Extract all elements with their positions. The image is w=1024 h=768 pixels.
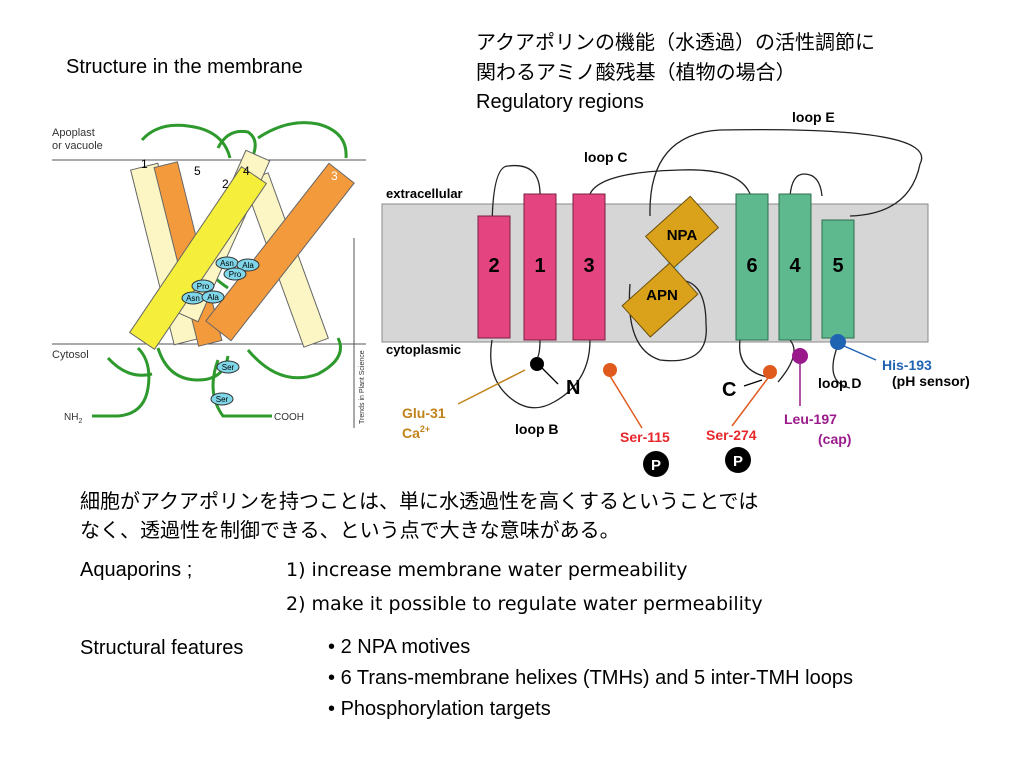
- right-title-line1: アクアポリンの機能（水透過）の活性調節に: [476, 30, 875, 54]
- helix-1-label: 1: [534, 255, 545, 277]
- residue-pro-top: [223, 267, 247, 281]
- point-1: 1) increase membrane water permeability: [286, 559, 688, 581]
- point-2: 2) make it possible to regulate water pe…: [286, 593, 763, 615]
- residue-ala-top: [236, 258, 260, 272]
- jp-summary-line1: 細胞がアクアポリンを持つことは、単に水透過性を高くするということでは: [80, 489, 759, 513]
- ser115-dot: [603, 363, 617, 377]
- pink-helices: [477, 193, 606, 341]
- helix-4-green: [778, 193, 812, 341]
- npa-motif: [644, 195, 720, 269]
- residue-ser-1: [216, 360, 240, 374]
- leu197-dot: [792, 348, 808, 364]
- residue-label: Ala: [207, 293, 219, 302]
- residue-label: Pro: [229, 270, 242, 279]
- loop-d-label: loop D: [818, 375, 862, 391]
- helix-label-5: 5: [194, 164, 201, 178]
- helix-group: [128, 149, 355, 350]
- extracellular-label: extracellular: [386, 186, 463, 201]
- bullet-icon: •: [328, 667, 336, 689]
- residue-label: Ala: [242, 261, 254, 270]
- nh2-label: NH2: [64, 412, 82, 425]
- membrane-structure-diagram: Apoplast or vacuole Cytosol 1 6 5 2 4 3 …: [52, 121, 366, 428]
- helix-label-1: 1: [141, 157, 148, 171]
- residue-label: Ser: [222, 363, 235, 372]
- residue-ala-bottom: [201, 290, 225, 304]
- vacuole-label: or vacuole: [52, 140, 103, 152]
- helix-4-label: 4: [789, 255, 801, 277]
- bullet-icon: •: [328, 636, 336, 658]
- helix-2-pink: [477, 215, 511, 339]
- residue-label: Asn: [186, 294, 200, 303]
- helix-label-4: 4: [243, 164, 250, 178]
- feature-item: • 6 Trans-membrane helixes (TMHs) and 5 …: [328, 665, 853, 691]
- helix-label-2: 2: [222, 177, 229, 191]
- feature-item: • Phosphorylation targets: [328, 696, 551, 722]
- ser274-label: Ser-274: [706, 427, 757, 443]
- ca-label: Ca2+: [402, 424, 430, 441]
- residue-pro-bottom: [191, 279, 215, 293]
- right-title-line3: Regulatory regions: [476, 91, 644, 113]
- his193-label: His-193: [882, 357, 932, 373]
- helix-2-label: 2: [488, 255, 499, 277]
- apoplast-label: Apoplast: [52, 127, 95, 139]
- glu-label: Glu-31: [402, 405, 446, 421]
- ph-sensor-label: (pH sensor): [892, 373, 970, 389]
- apn-motif: [621, 262, 699, 338]
- journal-credit: Trends in Plant Science: [359, 350, 366, 424]
- helix-3-pink: [572, 193, 606, 341]
- helix-2: [128, 166, 268, 350]
- apn-label: APN: [646, 287, 678, 304]
- feature-text: 2 NPA motives: [340, 636, 471, 658]
- helix-label-6: 6: [162, 147, 169, 161]
- cooh-label: COOH: [274, 412, 304, 423]
- his193-dot: [830, 334, 846, 350]
- cytosol-label: Cytosol: [52, 349, 89, 361]
- green-helices: [735, 193, 855, 341]
- helix-1-pink: [523, 193, 557, 341]
- helix-3-label: 3: [583, 255, 594, 277]
- helix-6-label: 6: [746, 255, 757, 277]
- residue-label: Ser: [216, 395, 229, 404]
- cap-label: (cap): [818, 431, 851, 447]
- glu-pointer: [457, 369, 526, 405]
- left-title: Structure in the membrane: [66, 56, 303, 78]
- helix-label-3: 3: [331, 169, 338, 183]
- jp-summary-line2: なく、透過性を制御できる、という点で大きな意味がある。: [80, 518, 620, 542]
- residue-label: Pro: [197, 282, 210, 291]
- feature-item: • 2 NPA motives: [328, 634, 470, 660]
- helix-3: [205, 162, 355, 342]
- loop-b-label: loop B: [515, 421, 559, 437]
- ser115-phospho-badge: [643, 451, 669, 477]
- residue-ser-2: [210, 392, 234, 406]
- bullet-icon: •: [328, 698, 336, 720]
- ser115-label: Ser-115: [620, 429, 670, 445]
- structural-features-label: Structural features: [80, 637, 244, 659]
- regulatory-regions-diagram: extracellular cytoplasmic 2 1 3 6 4 5 NP…: [381, 109, 970, 477]
- feature-text: 6 Trans-membrane helixes (TMHs) and 5 in…: [340, 667, 853, 689]
- loop-e-label: loop E: [792, 109, 835, 125]
- ser274-p-label: P: [733, 453, 743, 470]
- n-terminus-label: N: [566, 377, 580, 399]
- npa-label: NPA: [667, 227, 698, 244]
- aquaporins-label: Aquaporins ;: [80, 559, 193, 581]
- helix-5-green: [821, 219, 855, 339]
- residue-label: Asn: [220, 259, 234, 268]
- helix-5-label: 5: [832, 255, 843, 277]
- n-terminus-dot: [530, 357, 544, 371]
- c-terminus-label: C: [722, 379, 736, 401]
- ser274-phospho-badge: [725, 447, 751, 473]
- leu197-label: Leu-197: [784, 411, 837, 427]
- feature-text: Phosphorylation targets: [340, 698, 551, 720]
- loop-c-label: loop C: [584, 149, 628, 165]
- cytoplasmic-label: cytoplasmic: [386, 342, 461, 357]
- helix-6-green: [735, 193, 769, 341]
- ser274-dot: [763, 365, 777, 379]
- ser115-p-label: P: [651, 457, 661, 474]
- right-title-line2: 関わるアミノ酸残基（植物の場合）: [476, 60, 796, 84]
